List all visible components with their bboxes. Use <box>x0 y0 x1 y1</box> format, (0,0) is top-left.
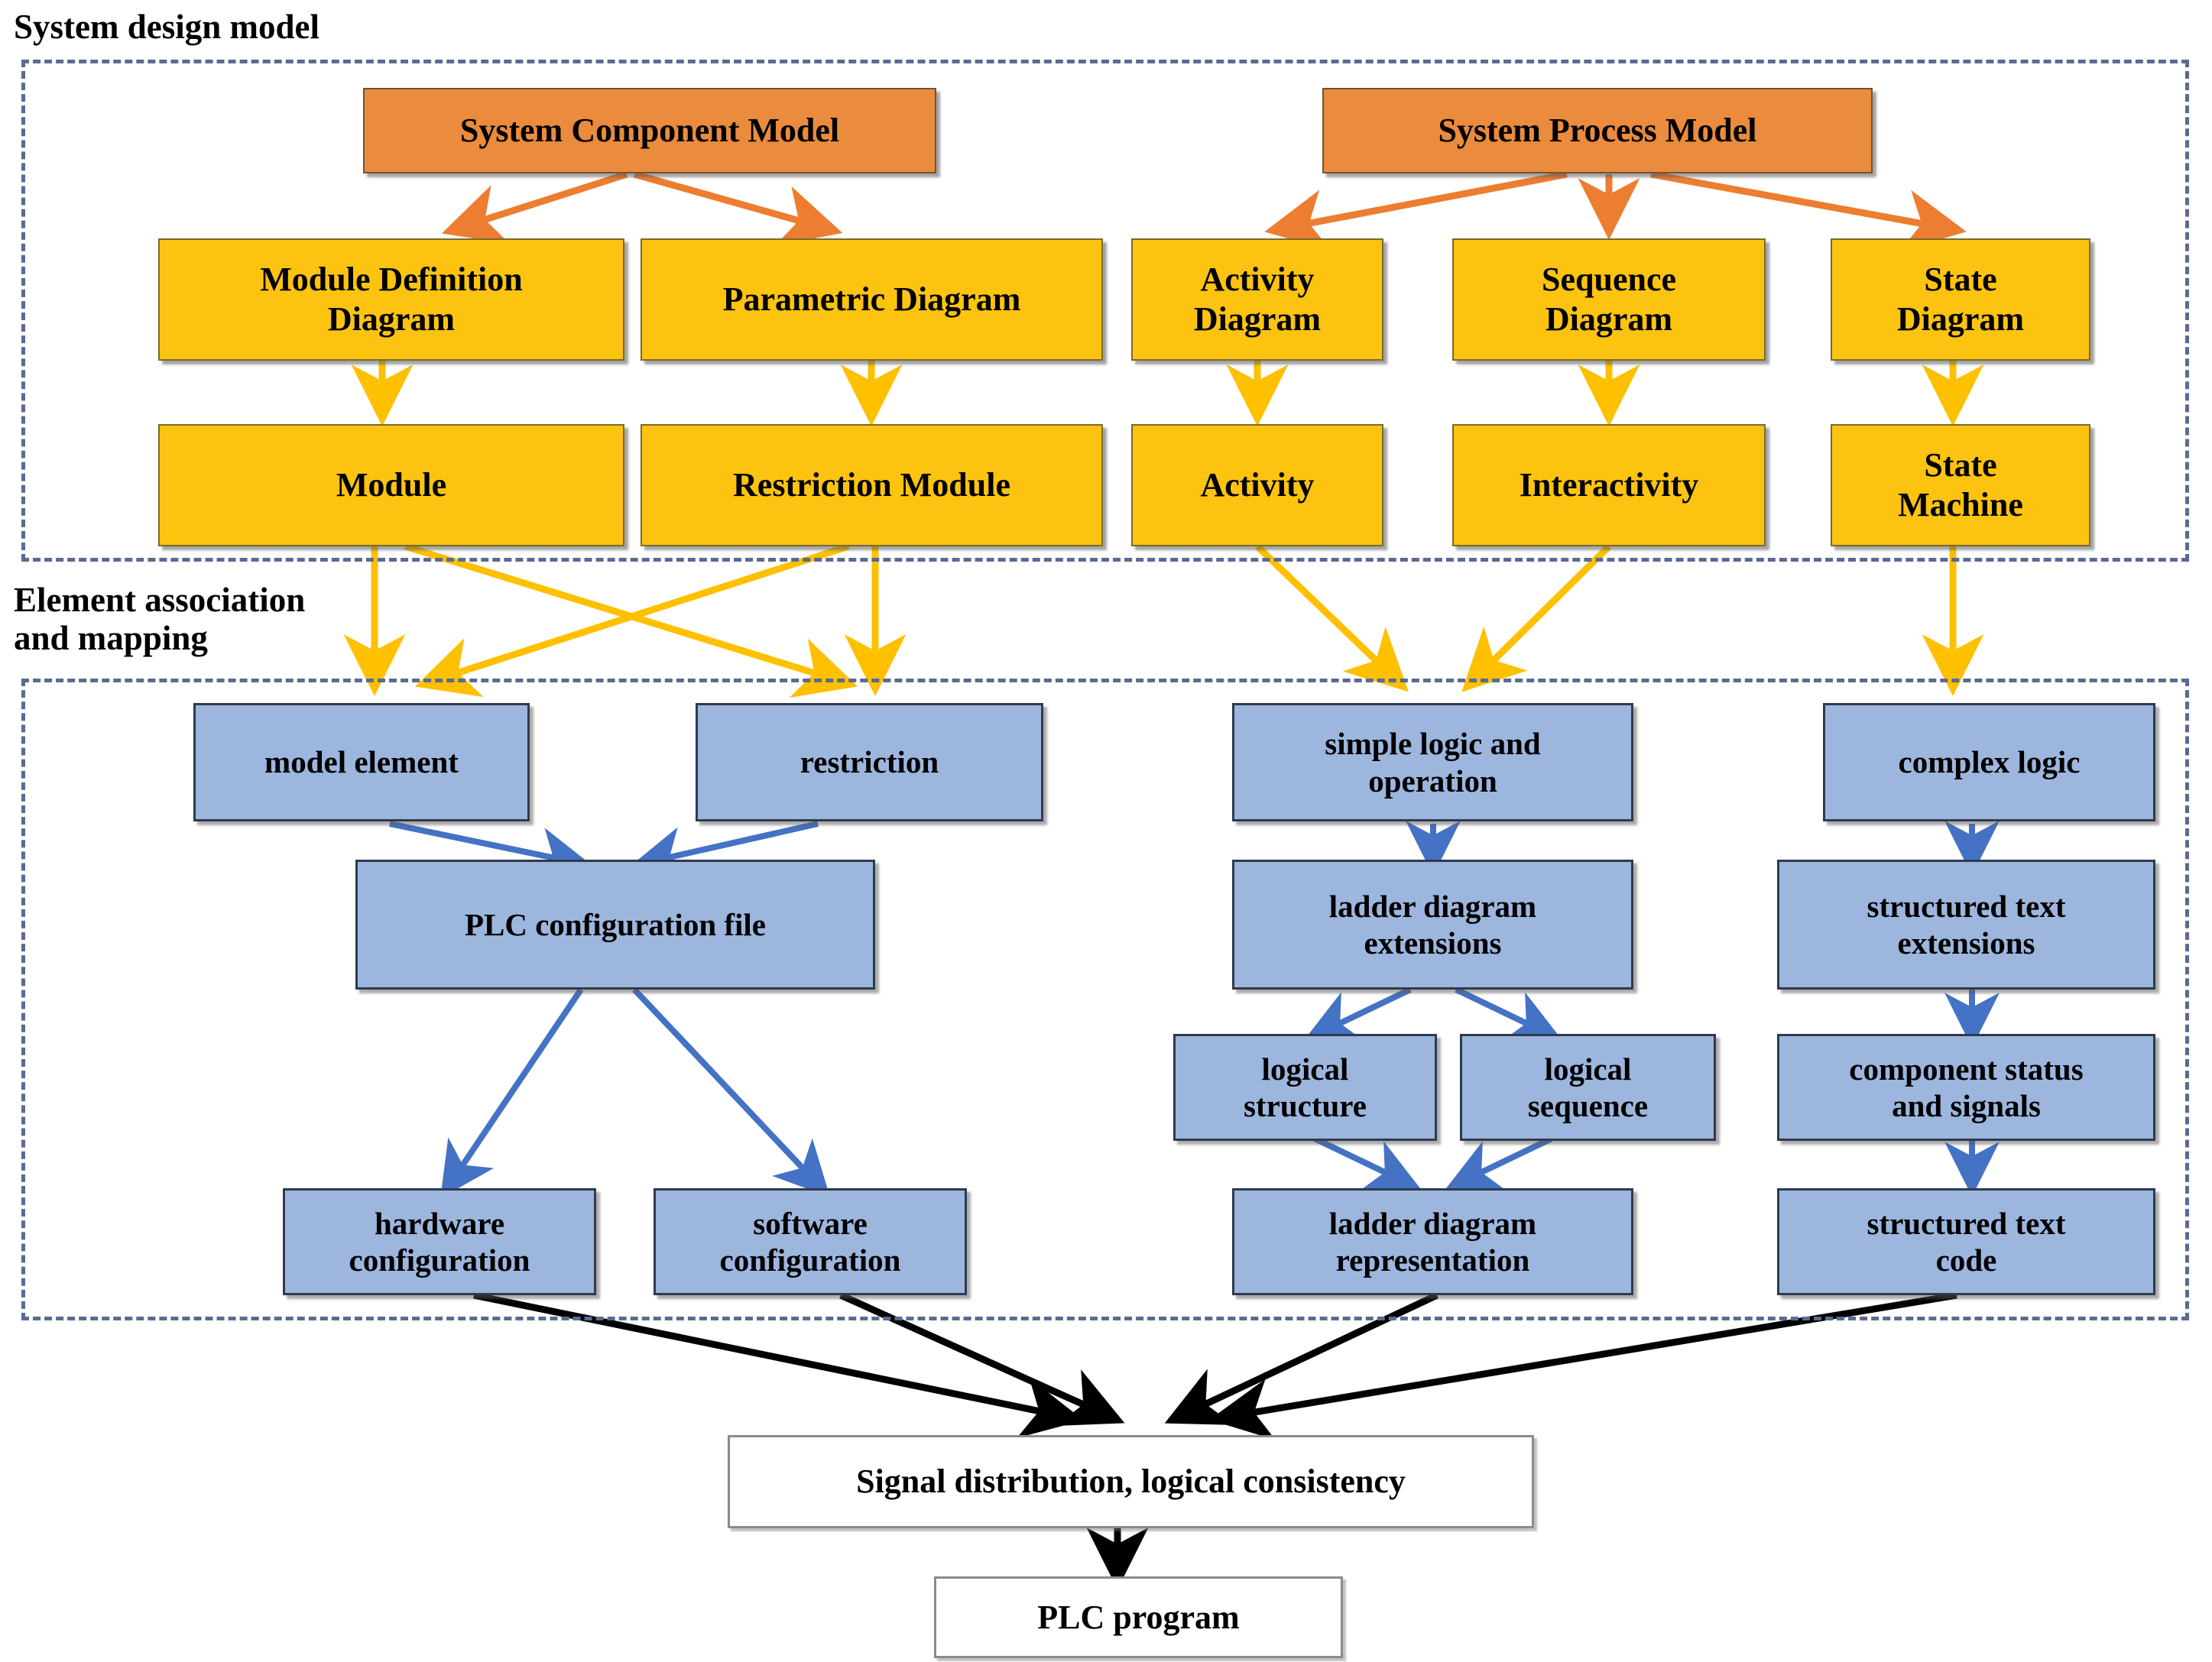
node-state-machine[interactable]: State Machine <box>1831 424 2090 546</box>
black-connectors <box>473 1291 1957 1589</box>
node-sequence-diagram[interactable]: Sequence Diagram <box>1452 238 1766 361</box>
node-logical-sequence[interactable]: logical sequence <box>1460 1034 1716 1141</box>
node-hardware-configuration[interactable]: hardware configuration <box>283 1188 596 1295</box>
panel-element-association-and-mapping <box>21 679 2189 1320</box>
node-component-status-and-signals[interactable]: component status and signals <box>1777 1034 2155 1141</box>
node-logical-structure[interactable]: logical structure <box>1173 1034 1437 1141</box>
node-model-element[interactable]: model element <box>193 703 530 821</box>
node-simple-logic-and-operation[interactable]: simple logic and operation <box>1232 703 1633 821</box>
node-parametric-diagram[interactable]: Parametric Diagram <box>641 238 1103 361</box>
node-activity[interactable]: Activity <box>1131 424 1383 546</box>
node-complex-logic[interactable]: complex logic <box>1823 703 2155 821</box>
node-state-diagram[interactable]: State Diagram <box>1831 238 2090 361</box>
node-ladder-diagram-extensions[interactable]: ladder diagram extensions <box>1232 860 1633 990</box>
blue-connectors <box>389 821 2000 1199</box>
panel-label-system-design-model: System design model <box>14 8 320 46</box>
node-system-process-model[interactable]: System Process Model <box>1322 88 1873 173</box>
yellow-connectors-row <box>351 361 1984 426</box>
node-interactivity[interactable]: Interactivity <box>1452 424 1766 546</box>
node-software-configuration[interactable]: software configuration <box>654 1188 967 1295</box>
node-structured-text-extensions[interactable]: structured text extensions <box>1777 860 2155 990</box>
node-restriction[interactable]: restriction <box>696 703 1043 821</box>
yellow-connectors-mapping <box>343 543 1984 698</box>
node-restriction-module[interactable]: Restriction Module <box>641 424 1103 546</box>
node-ladder-diagram-representation[interactable]: ladder diagram representation <box>1232 1188 1633 1295</box>
panel-label-element-association-and-mapping: Element association and mapping <box>14 581 306 658</box>
node-plc-program[interactable]: PLC program <box>934 1576 1343 1658</box>
node-signal-distribution[interactable]: Signal distribution, logical consistency <box>728 1435 1534 1528</box>
orange-connectors <box>441 170 1967 251</box>
node-system-component-model[interactable]: System Component Model <box>363 88 936 173</box>
node-module-definition-diagram[interactable]: Module Definition Diagram <box>158 238 624 361</box>
node-plc-configuration-file[interactable]: PLC configuration file <box>355 860 875 990</box>
node-structured-text-code[interactable]: structured text code <box>1777 1188 2155 1295</box>
node-module[interactable]: Module <box>158 424 624 546</box>
node-activity-diagram[interactable]: Activity Diagram <box>1131 238 1383 361</box>
panel-system-design-model <box>21 60 2189 562</box>
